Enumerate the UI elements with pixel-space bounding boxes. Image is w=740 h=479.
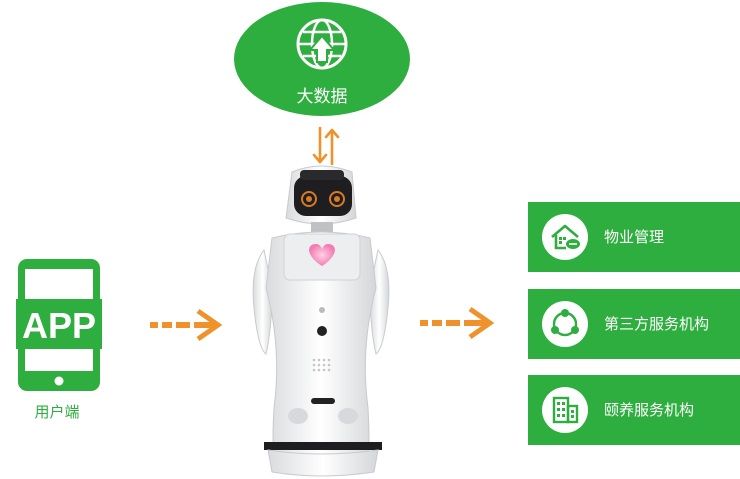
arrow-right-icon bbox=[420, 306, 495, 340]
network-cycle-icon bbox=[551, 309, 579, 337]
building-icon bbox=[552, 396, 579, 424]
big-data-label: 大数据 bbox=[296, 87, 348, 107]
big-data-node: 大数据 bbox=[234, 2, 410, 116]
service-label-third-party: 第三方服务机构 bbox=[604, 315, 710, 333]
service-icon-circle bbox=[542, 301, 588, 347]
app-label: 用户端 bbox=[34, 403, 80, 421]
app-icon-text: APP bbox=[22, 305, 96, 346]
service-icon-circle bbox=[542, 214, 588, 260]
service-box-property: 物业管理 bbox=[528, 202, 740, 272]
globe-upload-icon bbox=[296, 18, 348, 70]
house-chat-icon bbox=[551, 224, 580, 250]
service-label-property: 物业管理 bbox=[604, 228, 665, 246]
sync-arrows-icon bbox=[312, 126, 340, 166]
service-box-elderly-care: 颐养服务机构 bbox=[528, 375, 740, 445]
service-icon-circle bbox=[542, 387, 588, 433]
robot-illustration bbox=[252, 165, 390, 477]
phone-app-icon: APP bbox=[16, 259, 102, 391]
service-box-third-party: 第三方服务机构 bbox=[528, 289, 740, 359]
service-label-elderly-care: 颐养服务机构 bbox=[604, 401, 695, 419]
arrow-right-icon bbox=[150, 308, 223, 342]
